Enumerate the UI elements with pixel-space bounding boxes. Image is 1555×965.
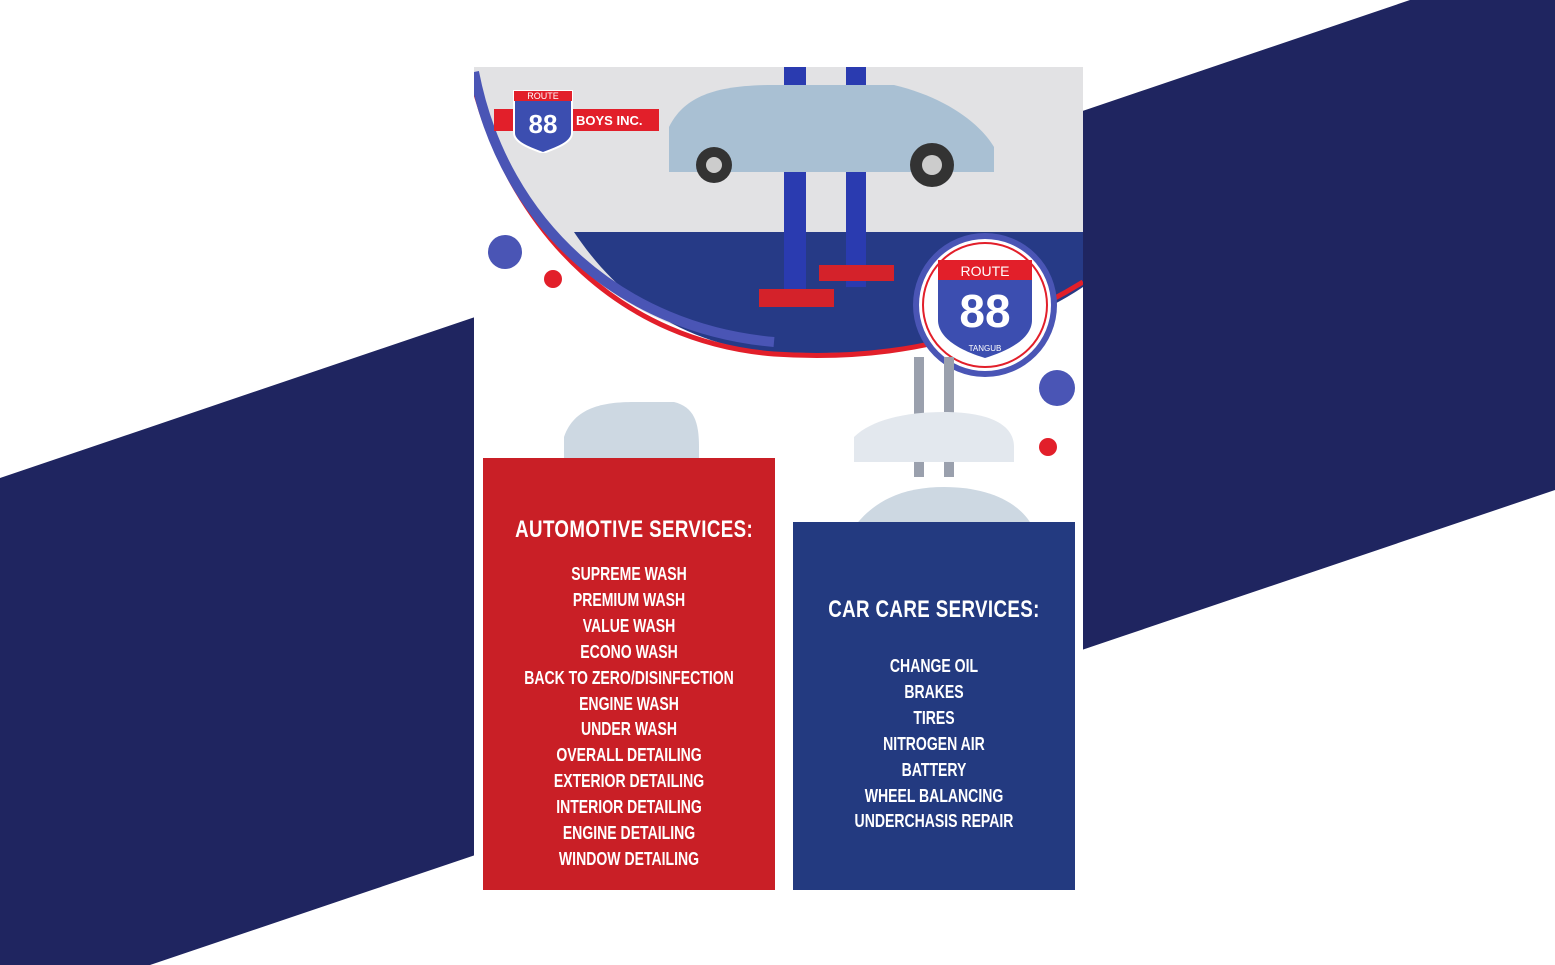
list-item: EXTERIOR DETAILING bbox=[553, 771, 705, 792]
list-item: VALUE WASH bbox=[582, 615, 676, 636]
svg-text:ROUTE: ROUTE bbox=[961, 263, 1010, 279]
list-item: BACK TO ZERO/DISINFECTION bbox=[524, 667, 734, 688]
svg-text:BOYS INC.: BOYS INC. bbox=[576, 113, 642, 128]
list-item: BRAKES bbox=[904, 681, 964, 702]
list-item: WINDOW DETAILING bbox=[558, 848, 700, 869]
car-care-services-title: CAR CARE SERVICES: bbox=[828, 596, 1040, 623]
list-item: NITROGEN AIR bbox=[883, 733, 985, 754]
list-item: ENGINE WASH bbox=[579, 693, 679, 714]
list-item: INTERIOR DETAILING bbox=[556, 797, 702, 818]
automotive-services-title: AUTOMOTIVE SERVICES: bbox=[515, 516, 754, 543]
automotive-services-list: SUPREME WASH PREMIUM WASH VALUE WASH ECO… bbox=[483, 562, 775, 873]
list-item: TIRES bbox=[913, 707, 955, 728]
list-item: SUPREME WASH bbox=[571, 564, 687, 584]
list-item: PREMIUM WASH bbox=[572, 589, 686, 610]
list-item: OVERALL DETAILING bbox=[556, 745, 702, 766]
list-item: ENGINE DETAILING bbox=[562, 823, 696, 844]
list-item: UNDERCHASIS REPAIR bbox=[854, 811, 1014, 832]
svg-text:88: 88 bbox=[959, 285, 1010, 337]
list-item: UNDER WASH bbox=[581, 719, 677, 740]
list-item: BATTERY bbox=[901, 759, 967, 780]
car-care-services-panel: CAR CARE SERVICES: CHANGE OIL BRAKES TIR… bbox=[793, 522, 1075, 890]
svg-text:88: 88 bbox=[529, 109, 558, 139]
list-item: ECONO WASH bbox=[580, 641, 678, 662]
list-item: CHANGE OIL bbox=[889, 656, 979, 676]
brand-logo: ROUTE 88 BOYS INC. bbox=[494, 90, 659, 153]
flyer: ROUTE 88 BOYS INC. ROUTE 88 TANGUB AUTOM… bbox=[474, 67, 1083, 897]
automotive-services-panel: AUTOMOTIVE SERVICES: SUPREME WASH PREMIU… bbox=[483, 458, 775, 890]
list-item: WHEEL BALANCING bbox=[864, 785, 1004, 806]
svg-text:TANGUB: TANGUB bbox=[969, 344, 1002, 353]
route-88-badge: ROUTE 88 TANGUB bbox=[913, 233, 1057, 377]
car-care-services-list: CHANGE OIL BRAKES TIRES NITROGEN AIR BAT… bbox=[793, 654, 1075, 835]
svg-text:ROUTE: ROUTE bbox=[527, 91, 559, 101]
